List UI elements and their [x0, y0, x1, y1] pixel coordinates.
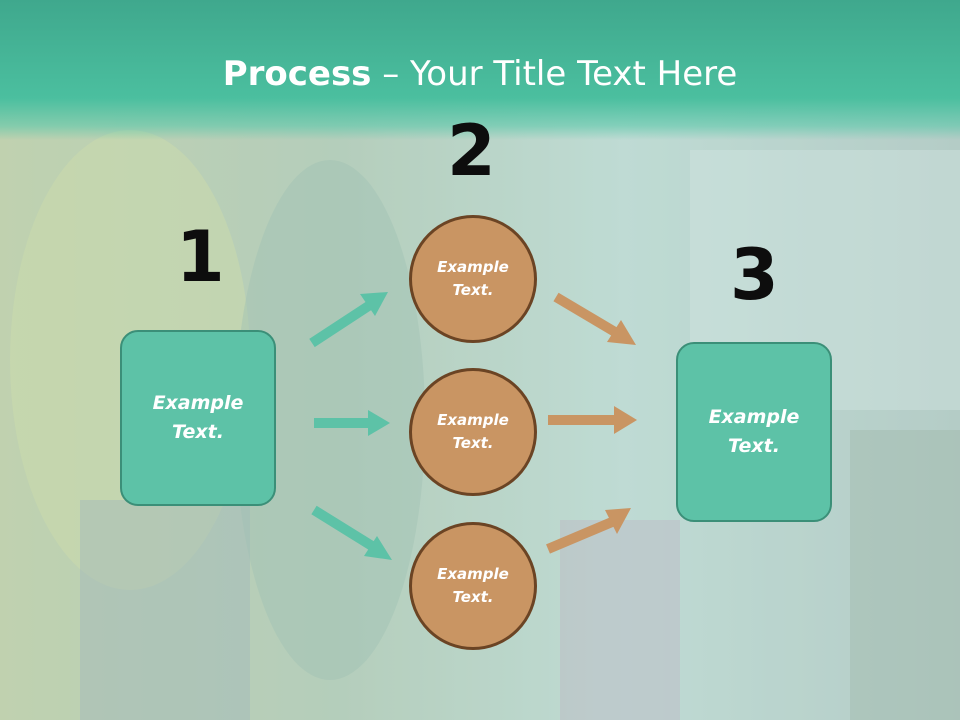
- step-2-circle-top: Example Text.: [409, 215, 537, 343]
- arrow-top-to-right: [553, 292, 618, 337]
- arrowhead-middle-to-right: [614, 406, 637, 434]
- step-3-text: Example Text.: [708, 406, 800, 457]
- arrow-left-to-top: [309, 300, 373, 348]
- step-2-circle-middle: Example Text.: [409, 368, 537, 496]
- step-2-circle-top-text: Example Text.: [437, 258, 509, 299]
- step-number-2: 2: [447, 110, 496, 192]
- arrow-left-to-bottom: [311, 505, 375, 551]
- arrowhead-left-to-middle: [368, 410, 390, 436]
- step-1-box: Example Text.: [120, 330, 276, 506]
- step-2-circle-bottom: Example Text.: [409, 522, 537, 650]
- step-3-box: Example Text.: [676, 342, 832, 522]
- arrowhead-left-to-bottom: [364, 536, 392, 560]
- step-number-3: 3: [730, 234, 779, 316]
- step-number-1: 1: [176, 216, 225, 298]
- page-title: Process – Your Title Text Here: [0, 52, 960, 96]
- arrowhead-bottom-to-right: [605, 508, 631, 534]
- title-banner: [0, 0, 960, 140]
- step-1-text: Example Text.: [152, 392, 244, 443]
- step-2-circle-middle-text: Example Text.: [437, 411, 509, 452]
- arrowhead-left-to-top: [360, 292, 388, 316]
- title-rest: – Your Title Text Here: [371, 54, 738, 94]
- arrow-bottom-to-right: [546, 517, 614, 554]
- title-bold: Process: [222, 54, 372, 94]
- arrowhead-top-to-right: [607, 320, 636, 345]
- step-2-circle-bottom-text: Example Text.: [437, 565, 509, 606]
